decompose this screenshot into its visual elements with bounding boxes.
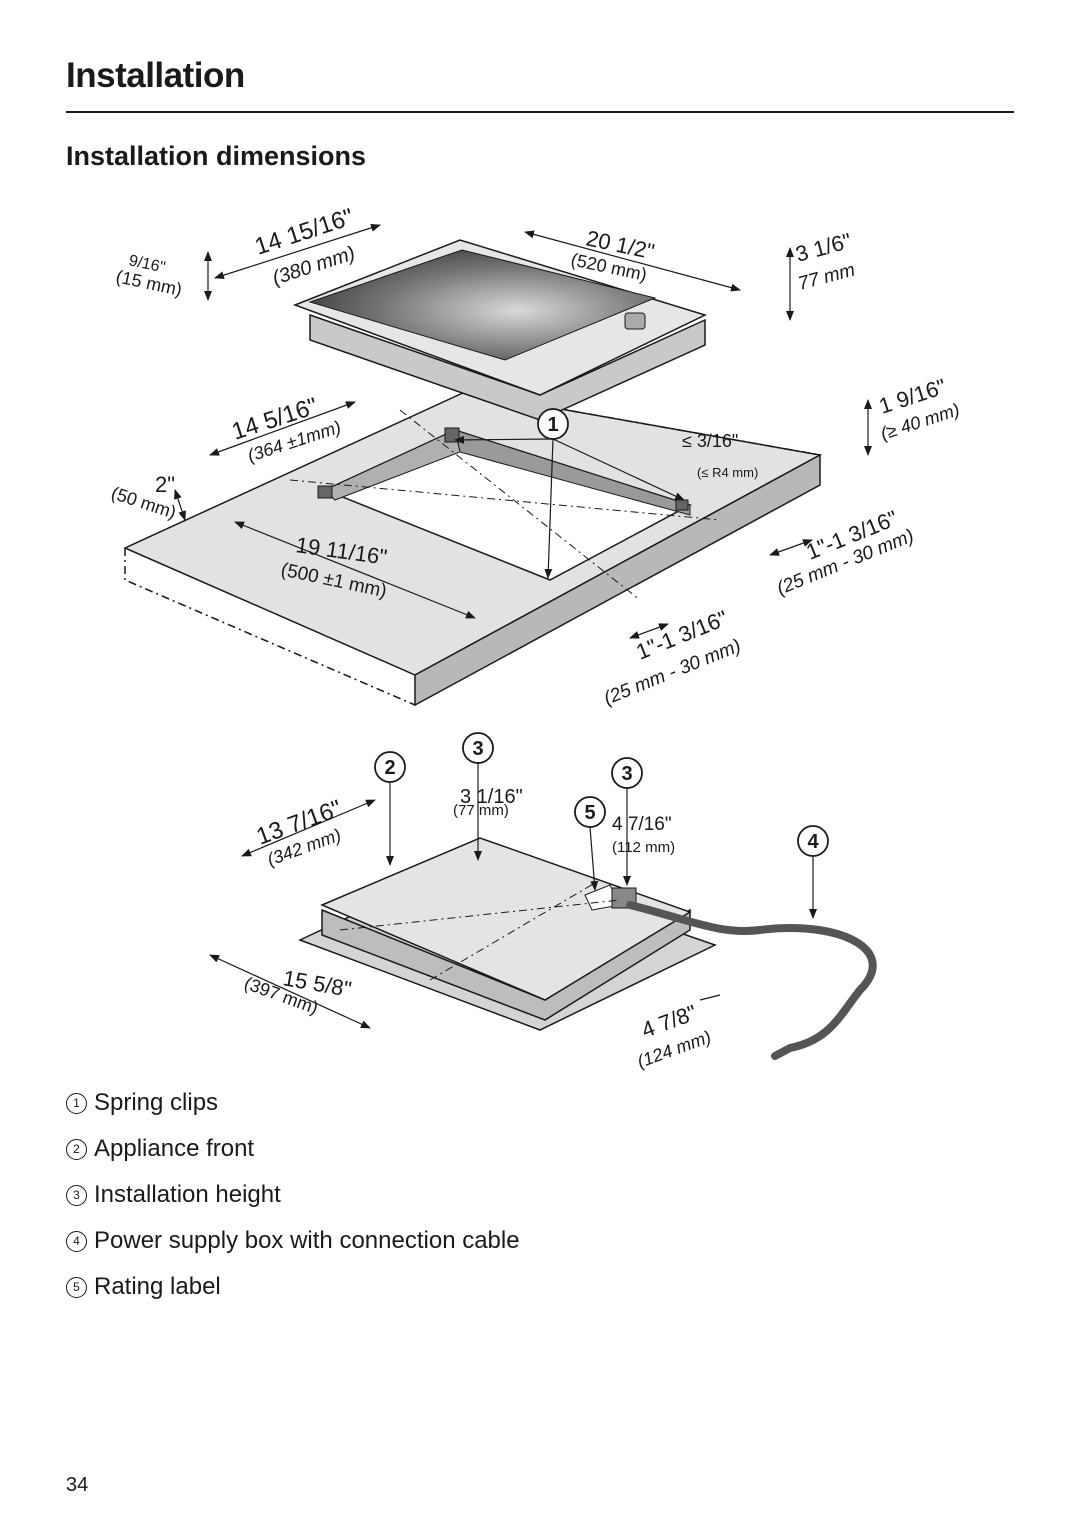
legend-item: 5 Rating label [66,1264,520,1310]
control-knob-icon [624,312,646,330]
legend-label: Appliance front [94,1135,255,1162]
legend-label: Installation height [94,1181,281,1208]
install-height-mm: (77 mm) [453,802,509,819]
box-height-mm: (112 mm) [612,839,675,856]
legend-number: 2 [66,1138,87,1160]
legend-item: 4 Power supply box with connection cable [66,1218,520,1264]
title-rule [66,111,1014,113]
cutout-radius-mm: (≤ R4 mm) [697,465,758,480]
svg-text:1: 1 [547,414,558,436]
legend: 1 Spring clips 2 Appliance front 3 Installa… [66,1080,520,1310]
legend-number: 3 [66,1184,87,1206]
page-number: 34 [66,1474,89,1496]
svg-text:2: 2 [384,757,395,779]
legend-label: Spring clips [94,1089,219,1116]
box-height-in: 4 7/16" [612,814,672,835]
svg-text:5: 5 [584,802,595,824]
legend-item: 2 Appliance front [66,1126,520,1172]
leader-lines [386,435,817,919]
legend-number: 1 [66,1092,87,1114]
section-title: Installation dimensions [66,141,367,171]
installation-diagram: 1 2 3 3 4 5 14 1 [109,204,962,1072]
svg-text:3: 3 [472,738,483,760]
callout-4: 4 [797,825,829,857]
callout-1: 1 [537,408,569,440]
callouts: 1 2 3 3 4 5 [374,408,829,857]
svg-text:3: 3 [621,763,632,785]
callout-2: 2 [374,751,406,783]
svg-text:4: 4 [807,831,819,853]
legend-item: 1 Spring clips [66,1080,520,1126]
callout-5: 5 [574,796,606,828]
callout-3a: 3 [462,732,494,764]
callout-3b: 3 [611,757,643,789]
legend-item: 3 Installation height [66,1172,520,1218]
legend-label: Power supply box with connection cable [94,1227,520,1254]
cutout-front-in: 2" [155,472,175,497]
cutout-radius-in: ≤ 3/16" [682,431,738,451]
appliance-underside [298,837,877,1060]
dimension-lines [174,223,872,1029]
install-height-in: 3 1/16" [460,786,523,808]
page-title: Installation [66,56,245,95]
legend-number: 4 [66,1230,87,1252]
legend-label: Rating label [94,1273,221,1300]
connection-cable [626,901,877,1060]
legend-number: 5 [66,1276,87,1298]
